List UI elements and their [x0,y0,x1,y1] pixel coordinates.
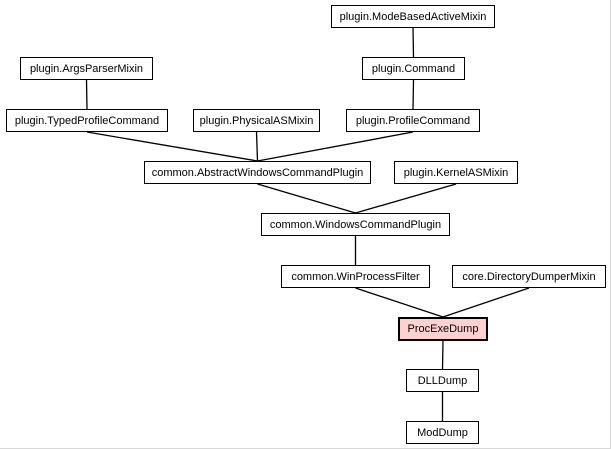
edge [257,183,356,214]
edge [355,287,444,318]
node-procexedump-focus: ProcExeDump [398,317,488,341]
edge [85,79,88,110]
node-plugin-profilecommand[interactable]: plugin.ProfileCommand [346,109,480,132]
edge [257,131,414,162]
node-plugin-argsparsermixin[interactable]: plugin.ArgsParserMixin [20,57,153,80]
node-common-abstractwindowscommandplugin[interactable]: common.AbstractWindowsCommandPlugin [144,161,371,184]
edge [412,79,415,110]
edge [412,27,415,58]
node-core-directorydumpermixin[interactable]: core.DirectoryDumperMixin [452,265,606,288]
edge [355,183,457,214]
node-plugin-physicalasmixin[interactable]: plugin.PhysicalASMixin [193,109,320,132]
edge [441,340,444,370]
edge [86,131,258,162]
edge [255,131,259,162]
node-plugin-typedprofilecommand[interactable]: plugin.TypedProfileCommand [6,109,168,132]
node-plugin-modebasedactivemixin[interactable]: plugin.ModeBasedActiveMixin [331,5,495,28]
node-plugin-kernelasmixin[interactable]: plugin.KernelASMixin [394,161,518,184]
edge [442,287,530,318]
node-dlldump[interactable]: DLLDump [406,369,479,392]
node-plugin-command[interactable]: plugin.Command [362,57,465,80]
node-common-windowscommandplugin[interactable]: common.WindowsCommandPlugin [261,213,450,236]
node-moddump[interactable]: ModDump [406,421,479,444]
node-common-winprocessfilter[interactable]: common.WinProcessFilter [281,265,430,288]
